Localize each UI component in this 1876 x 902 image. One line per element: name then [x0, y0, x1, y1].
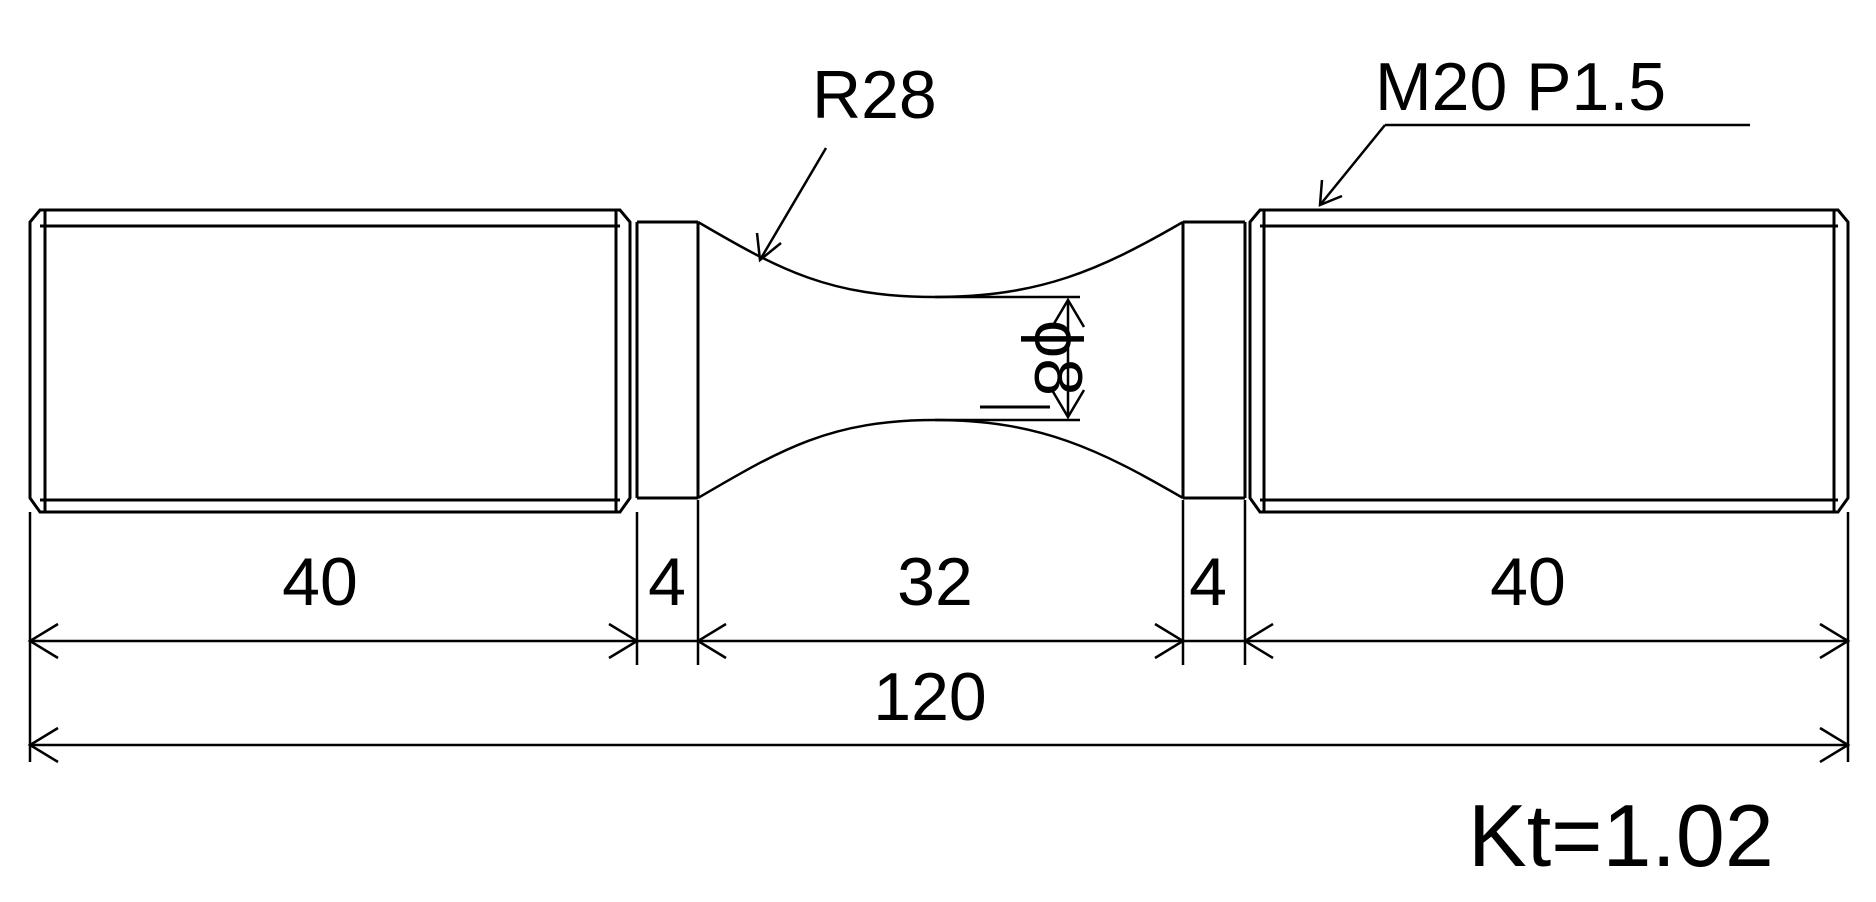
- r28-leader: [758, 147, 828, 261]
- leaders: [755, 123, 1750, 263]
- left-shoulder: [635, 220, 700, 500]
- dim-gauge-diameter: ϕ8: [1020, 320, 1096, 396]
- dim-overall-length: 120: [873, 659, 986, 735]
- left-threaded-grip: [28, 208, 632, 514]
- gauge-section: [697, 220, 1184, 500]
- gauge-bottom-profile: [697, 418, 1184, 500]
- fillet-radius-note: R28: [812, 57, 937, 133]
- thread-leader: [1319, 124, 1386, 206]
- dim-left-shoulder: 4: [648, 544, 686, 620]
- stress-concentration-note: Kt=1.02: [1468, 786, 1774, 885]
- overall-dimension-line: [27, 726, 1851, 764]
- dim-right-thread: 40: [1490, 544, 1566, 620]
- right-threaded-grip: [1248, 208, 1850, 514]
- dim-left-thread: 40: [282, 544, 358, 620]
- dim-right-shoulder: 4: [1189, 544, 1227, 620]
- extension-lines: [28, 500, 1850, 762]
- gauge-top-profile: [697, 220, 1184, 299]
- segment-dimension-line: [27, 622, 1851, 660]
- right-shoulder: [1181, 220, 1247, 500]
- diameter-dimension: [935, 295, 1086, 422]
- dim-gauge-length: 32: [897, 544, 973, 620]
- thread-spec-note: M20 P1.5: [1375, 49, 1666, 125]
